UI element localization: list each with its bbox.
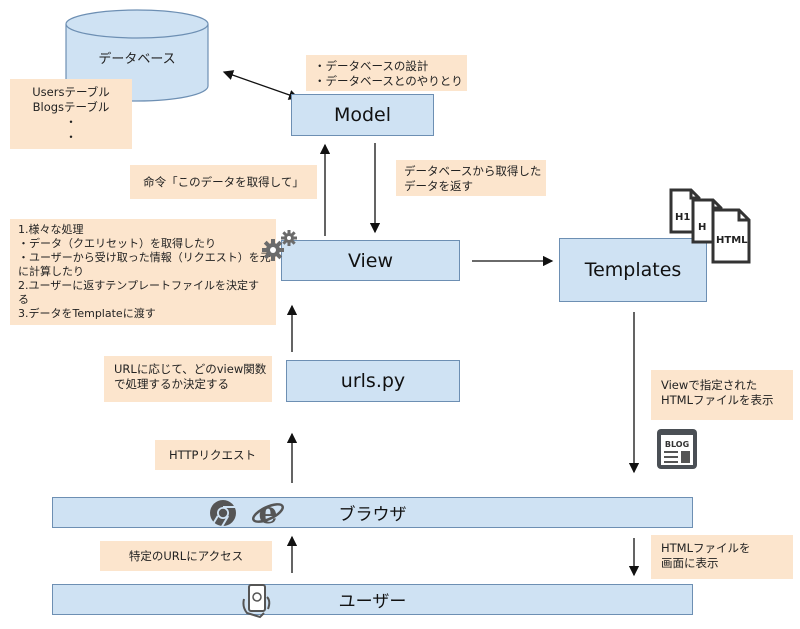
- gear-icon: [262, 230, 297, 261]
- screen-html-line: HTMLファイルを: [661, 541, 751, 555]
- model-desc-line: ・データベースとのやりとり: [314, 73, 463, 88]
- http-request-note: HTTPリクエスト: [155, 440, 270, 470]
- tables-note-line: ・: [65, 129, 77, 144]
- view-desc-line: ・データ（クエリセット）を取得したり: [18, 237, 216, 251]
- html-file-h1-text: H1: [675, 212, 690, 223]
- templates-box: Templates: [559, 238, 707, 302]
- tables-note: Usersテーブル Blogsテーブル ・ ・: [10, 79, 132, 149]
- user-bar: ユーザー: [52, 584, 693, 615]
- model-box: Model: [291, 94, 434, 136]
- internet-explorer-icon: e: [252, 496, 284, 530]
- blog-icon: BLOG: [657, 429, 697, 469]
- view-desc-line: に計算したり: [18, 265, 84, 279]
- urls-box: urls.py: [286, 360, 460, 402]
- tables-note-line: Blogsテーブル: [32, 99, 110, 114]
- model-desc-line: ・データベースの設計: [314, 59, 429, 73]
- html-file-h-text: H: [698, 222, 706, 233]
- screen-html-line: 画面に表示: [661, 555, 719, 570]
- screen-html-note: HTMLファイルを 画面に表示: [651, 535, 793, 579]
- smartphone-hand-icon: [242, 584, 271, 619]
- return-data-line: データベースから取得した: [404, 164, 542, 178]
- return-data-note: データベースから取得した データを返す: [396, 160, 546, 196]
- urls-desc-line: URLに応じて、どのview関数: [114, 362, 267, 376]
- command-note: 命令「このデータを取得して」: [130, 165, 317, 199]
- blog-icon-text: BLOG: [665, 440, 689, 449]
- database-label: データベース: [98, 52, 176, 67]
- return-data-line: データを返す: [404, 178, 473, 193]
- display-html-line: HTMLファイルを表示: [661, 392, 774, 407]
- model-description-note: ・データベースの設計 ・データベースとのやりとり: [306, 55, 467, 91]
- svg-text:e: e: [258, 496, 277, 530]
- tables-note-line: Usersテーブル: [32, 85, 110, 99]
- view-desc-line: 2.ユーザーに返すテンプレートファイルを決定す: [18, 279, 259, 293]
- view-desc-line: ・ユーザーから受け取った情報（リクエスト）を元: [18, 251, 271, 265]
- access-url-note: 特定のURLにアクセス: [100, 541, 272, 571]
- chrome-icon: [210, 500, 236, 528]
- view-desc-line: 3.データをTemplateに渡す: [18, 307, 156, 321]
- view-description-note: 1.様々な処理 ・データ（クエリセット）を取得したり ・ユーザーから受け取った情…: [10, 219, 276, 325]
- display-html-line: Viewで指定された: [661, 378, 758, 392]
- html-file-html-text: HTML: [716, 235, 748, 246]
- arrow-db-model: [222, 70, 300, 100]
- urls-description-note: URLに応じて、どのview関数 で処理するか決定する: [104, 356, 272, 402]
- view-desc-line: る: [18, 293, 29, 307]
- tables-note-line: ・: [65, 114, 77, 129]
- html-files-icon: H1 H HTML: [669, 188, 751, 264]
- view-desc-line: 1.様々な処理: [18, 223, 84, 236]
- display-html-note: Viewで指定された HTMLファイルを表示: [651, 370, 793, 420]
- urls-desc-line: で処理するか決定する: [114, 376, 229, 391]
- browser-bar: ブラウザ: [52, 497, 693, 528]
- view-box: View: [281, 240, 460, 281]
